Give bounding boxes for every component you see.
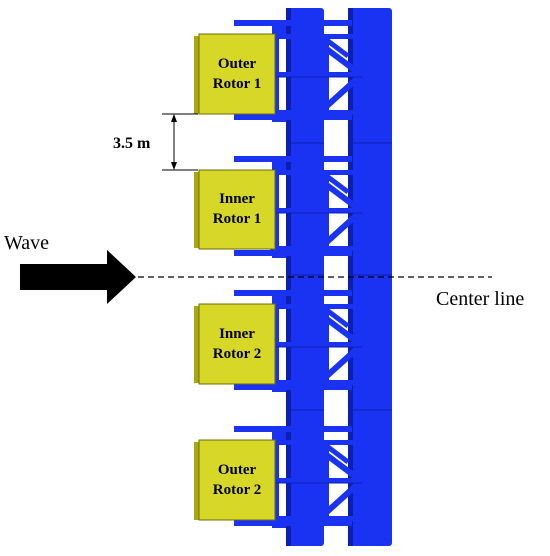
frame-brace bbox=[322, 36, 350, 58]
rotor-2-shade bbox=[194, 172, 200, 248]
frame-top-stub bbox=[272, 294, 286, 306]
dimension-arrowhead-down bbox=[171, 162, 177, 170]
frame-top-stub bbox=[272, 160, 286, 172]
rotor-2-body bbox=[198, 169, 276, 250]
frame-post bbox=[274, 170, 279, 252]
rotor-3: Inner Rotor 2 bbox=[194, 303, 276, 385]
rotor-3-body bbox=[198, 303, 276, 385]
frame-brace bbox=[315, 479, 363, 523]
frame-top-bracket bbox=[234, 156, 352, 162]
wave-arrow bbox=[20, 250, 136, 304]
frame-brace bbox=[315, 209, 363, 253]
rotor-3-label-line2: Rotor 2 bbox=[213, 346, 261, 362]
frame-post bbox=[274, 440, 279, 522]
frame-brace bbox=[322, 442, 350, 464]
dimension-arrowhead-up bbox=[171, 114, 177, 122]
frame-brace bbox=[310, 441, 362, 483]
wave-label: Wave bbox=[4, 232, 49, 254]
frame-post bbox=[300, 304, 305, 386]
frame-post bbox=[324, 34, 329, 116]
frame-brace bbox=[310, 305, 362, 347]
rotor-3-shade bbox=[194, 306, 200, 383]
frame-brace bbox=[310, 35, 362, 77]
frame-post bbox=[300, 34, 305, 116]
frame-post bbox=[324, 440, 329, 522]
frame-post bbox=[312, 440, 317, 522]
rotor-1-label-line2: Rotor 1 bbox=[213, 76, 261, 92]
spacing-label: 3.5 m bbox=[113, 135, 151, 152]
frame-brace bbox=[322, 306, 350, 328]
frame-top-bracket bbox=[234, 20, 352, 26]
rotor-1: Outer Rotor 1 bbox=[194, 33, 276, 115]
rotor-4-shade bbox=[194, 442, 200, 520]
rotor-4-label-line1: Outer bbox=[218, 462, 257, 478]
rotor-4-label-line2: Rotor 2 bbox=[213, 482, 261, 498]
frame-brace bbox=[310, 171, 362, 213]
rotor-2-label-line1: Inner bbox=[219, 191, 255, 207]
rotor-3-label-line1: Inner bbox=[219, 326, 255, 342]
frame-bottom-bracket bbox=[234, 520, 352, 526]
frame-module-4 bbox=[234, 426, 363, 528]
frame-brace bbox=[322, 172, 350, 194]
frame-bottom-bracket bbox=[234, 384, 352, 390]
frame-bottom-bracket bbox=[234, 114, 352, 120]
frame-module-2 bbox=[234, 156, 363, 258]
frame-bottom-bracket bbox=[234, 250, 352, 256]
frame-module-3 bbox=[234, 290, 363, 392]
frame-brace bbox=[315, 73, 363, 117]
center-line-label: Center line bbox=[436, 288, 524, 310]
rotor-2-label-line2: Rotor 1 bbox=[213, 211, 261, 227]
wave-arrow-icon bbox=[20, 250, 136, 304]
frame-post bbox=[312, 170, 317, 252]
frame-brace bbox=[315, 343, 363, 387]
spacing-dimension: 3.5 m bbox=[113, 113, 198, 171]
frame-top-bracket bbox=[234, 426, 352, 432]
frame-post bbox=[300, 170, 305, 252]
frame-post bbox=[300, 440, 305, 522]
rotor-1-shade bbox=[194, 36, 200, 114]
rotor-1-label-line1: Outer bbox=[218, 56, 257, 72]
frame-top-stub bbox=[272, 430, 286, 442]
frame-post bbox=[274, 34, 279, 116]
frame-modules bbox=[234, 20, 363, 528]
frame-top-bracket bbox=[234, 290, 352, 296]
rotor-4-body bbox=[198, 439, 276, 521]
rotor-1-body bbox=[198, 33, 276, 115]
frame-post bbox=[312, 304, 317, 386]
frame-post bbox=[312, 34, 317, 116]
frame-module-1 bbox=[234, 20, 363, 122]
rotor-4: Outer Rotor 2 bbox=[194, 439, 276, 521]
frame-post bbox=[324, 170, 329, 252]
frame-top-stub bbox=[272, 24, 286, 36]
frame-post bbox=[274, 304, 279, 386]
frame-post bbox=[324, 304, 329, 386]
rotor-2: Inner Rotor 1 bbox=[194, 169, 276, 250]
